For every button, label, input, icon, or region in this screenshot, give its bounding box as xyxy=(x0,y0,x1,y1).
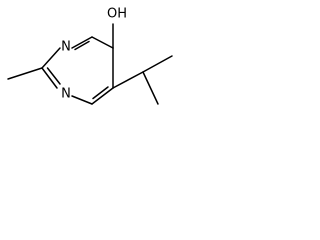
nitrogen-top-label: N xyxy=(61,40,71,55)
bond-ch-methyl-lower xyxy=(142,71,159,105)
structure-diagram: OH N N xyxy=(7,7,173,105)
bond-c6-c5 xyxy=(91,87,114,105)
molecule-canvas: OH N N xyxy=(0,0,186,120)
bond-ch-methyl-upper xyxy=(142,55,173,73)
nitrogen-bottom-label: N xyxy=(61,87,71,102)
bond-n3-c2 xyxy=(41,47,61,69)
bond-c2-n1 xyxy=(41,67,58,89)
bond-c4-n3 xyxy=(71,36,93,49)
bond-c2-n1-inner xyxy=(46,67,61,85)
bond-c5-ch xyxy=(112,71,144,89)
bond-c2-methyl xyxy=(7,67,43,80)
hydroxyl-label: OH xyxy=(107,7,127,22)
bond-c4-top xyxy=(91,36,114,49)
bond-c6-c5-inner xyxy=(92,86,109,100)
bond-n1-c6 xyxy=(71,95,93,105)
bond-c4-n3-inner xyxy=(74,40,90,51)
